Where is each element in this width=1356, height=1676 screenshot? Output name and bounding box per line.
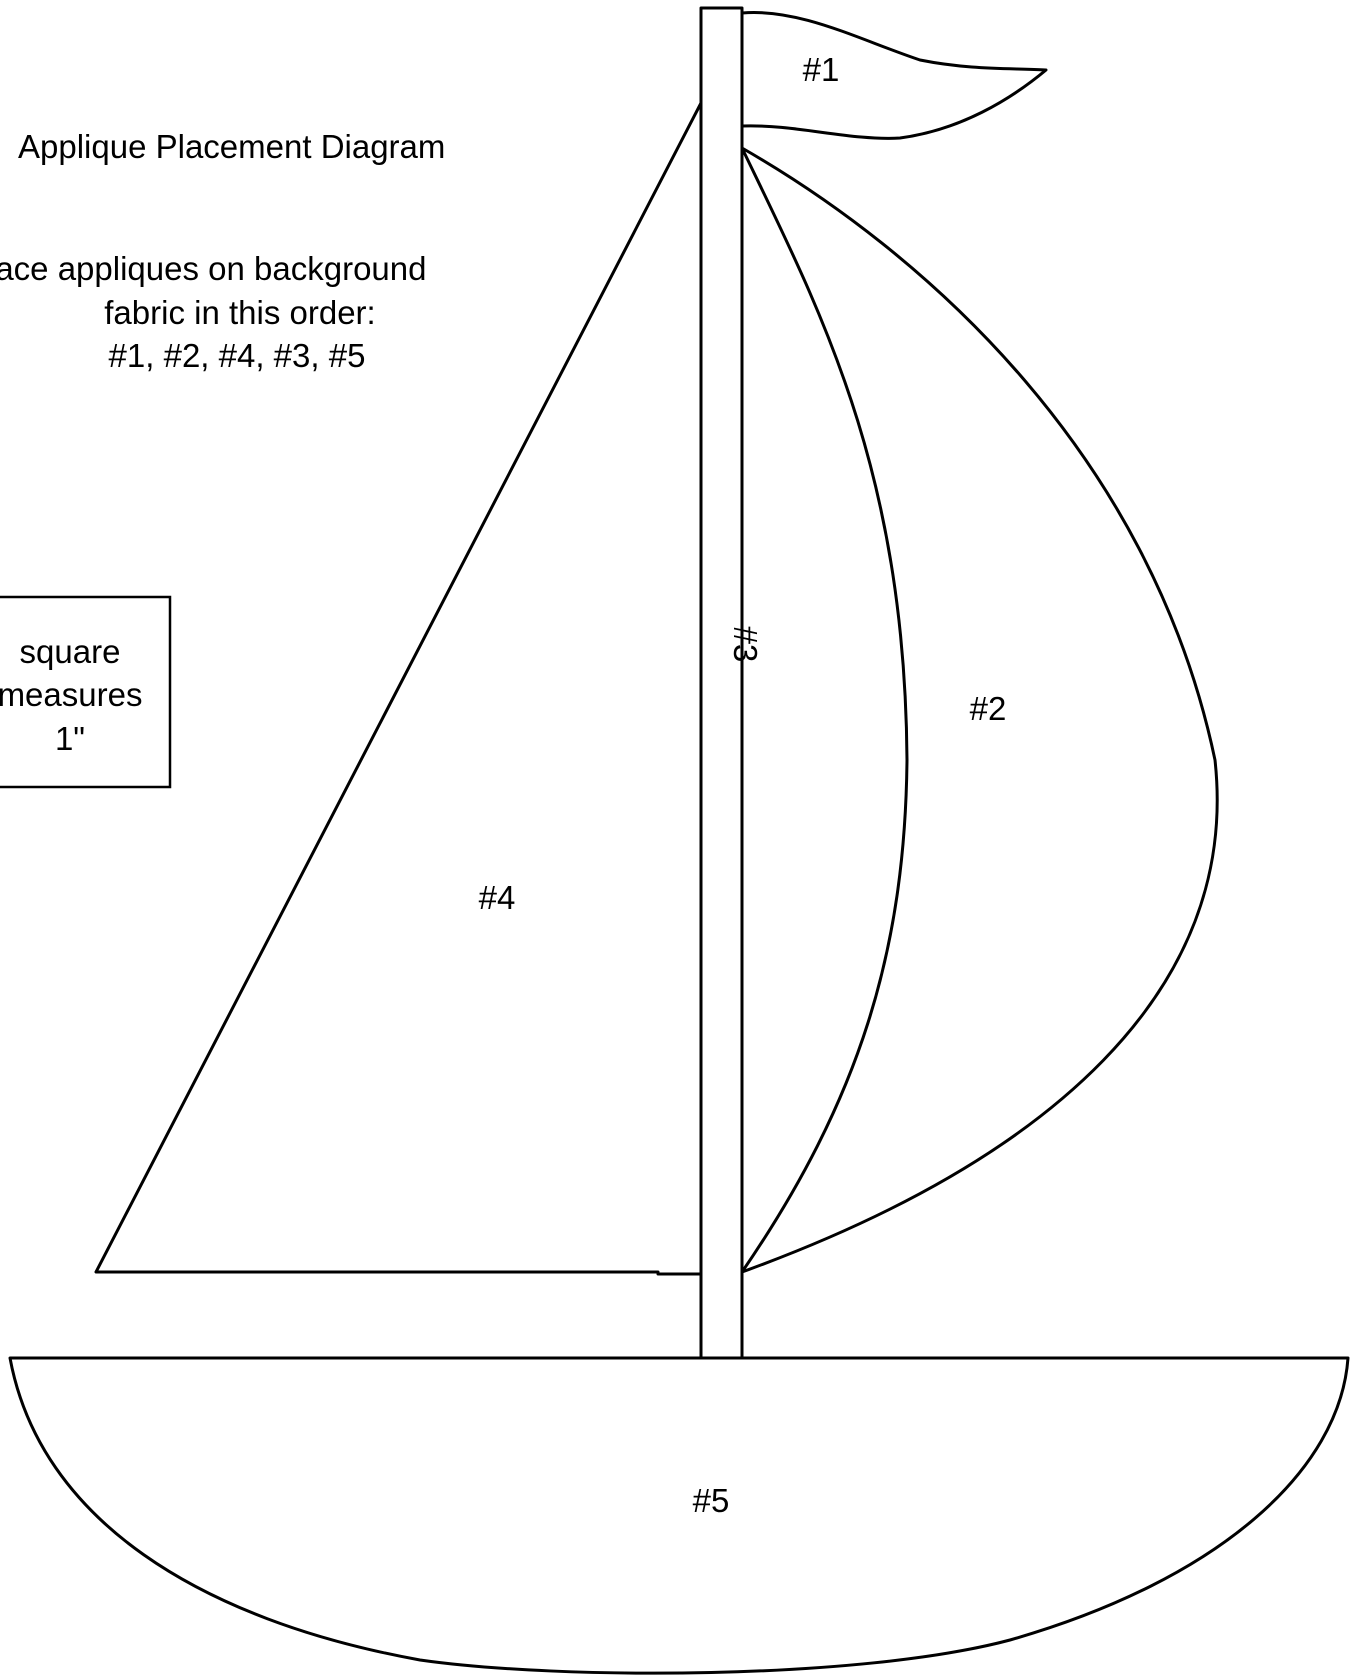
instructions-line-3: #1, #2, #4, #3, #5: [109, 337, 366, 374]
mast-piece: [699, 6, 744, 1362]
instructions-line-1: lace appliques on background: [0, 250, 427, 287]
flag-piece: [740, 10, 1048, 140]
mast-label: #3: [727, 626, 764, 663]
scale-note-line-3: 1": [55, 720, 85, 757]
flag-label: #1: [803, 51, 840, 88]
scale-note-line-2: measures: [0, 676, 142, 713]
spinnaker-sail-label: #2: [970, 690, 1007, 727]
main-sail-label: #4: [479, 879, 516, 916]
scale-square: [0, 595, 172, 789]
scale-note-line-1: square: [20, 633, 121, 670]
hull-piece: [8, 1356, 1350, 1675]
spinnaker-sail-piece: [740, 146, 1219, 1274]
diagram-title: Applique Placement Diagram: [18, 128, 445, 165]
instructions-line-2: fabric in this order:: [104, 294, 375, 331]
hull-label: #5: [693, 1482, 730, 1519]
